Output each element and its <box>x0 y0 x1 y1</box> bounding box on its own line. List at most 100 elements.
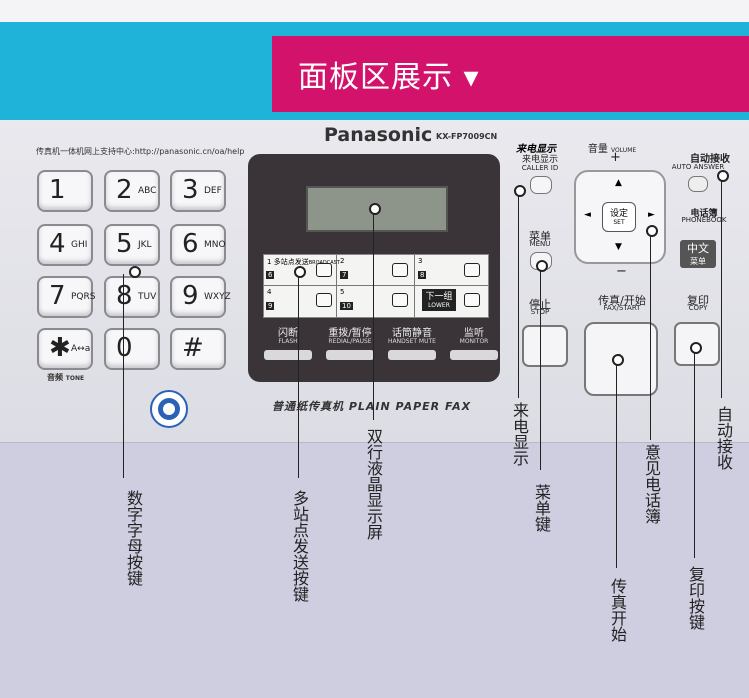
phonebook-sub: PHONEBOOK <box>681 216 727 224</box>
keypad-key[interactable]: # <box>170 328 226 370</box>
callout-dot <box>717 170 729 182</box>
set-button[interactable]: 设定 SET <box>602 202 636 232</box>
callout-leader <box>616 362 617 568</box>
function-button[interactable] <box>388 350 436 360</box>
callout-dot <box>129 266 141 278</box>
slot-7: 7 <box>340 271 349 279</box>
title-banner <box>272 36 749 112</box>
callout-dot <box>612 354 624 366</box>
key-digit: 2 <box>116 175 133 205</box>
callout-dot <box>646 225 658 237</box>
key-digit: 8 <box>116 281 133 311</box>
volume-plus: + <box>610 150 621 165</box>
slot-9: 9 <box>266 302 275 310</box>
keypad-key[interactable]: ✱A↔a <box>37 328 93 370</box>
auto-answer-sub: AUTO ANSWER <box>671 163 725 171</box>
callout-phonebook: 意见电话簿 <box>642 444 661 524</box>
one-touch-card: 1 多站点发送BROADCAST 2 3 6 7 8 4 5 9 10 下一组 … <box>263 254 489 318</box>
key-digit: 4 <box>49 229 66 259</box>
brand-logo: Panasonic <box>324 124 433 146</box>
callout-fax: 传真开始 <box>608 578 627 642</box>
callout-lcd: 双行液晶显示屏 <box>364 428 383 540</box>
key-digit: ✱ <box>49 333 71 363</box>
callout-broadcast: 多站点发送按键 <box>290 490 309 602</box>
callout-dot <box>536 260 548 272</box>
keypad-key[interactable]: 6 MNO <box>170 224 226 266</box>
function-sub: FLASH <box>278 338 298 345</box>
caller-id-button[interactable] <box>530 176 552 194</box>
nav-pad[interactable]: ▲ ▼ ◄ ► 设定 SET <box>574 170 666 264</box>
footer-label: 普通纸传真机 PLAIN PAPER FAX <box>272 400 472 413</box>
copy-button[interactable] <box>674 322 720 366</box>
page-title: 面板区展示 ▾ <box>298 60 480 95</box>
function-label: 监听 <box>464 328 484 339</box>
function-label: 重拨/暂停 <box>328 328 372 339</box>
menu-sub: MENU <box>529 240 551 248</box>
certification-seal-icon <box>150 390 188 428</box>
lower-label: 下一组 LOWER <box>422 289 456 311</box>
keypad-key[interactable]: 4 GHI <box>37 224 93 266</box>
slot-2: 2 <box>340 257 345 265</box>
key-digit: 6 <box>182 229 199 259</box>
callout-leader <box>298 274 299 478</box>
header-top-strip <box>0 0 749 22</box>
callout-leader <box>694 350 695 558</box>
stop-sub: STOP <box>512 308 568 316</box>
callout-menu: 菜单键 <box>532 484 551 532</box>
callout-leader <box>650 233 651 440</box>
callout-leader <box>540 268 541 470</box>
key-digit: 0 <box>116 333 133 363</box>
keypad-key[interactable]: 1 <box>37 170 93 212</box>
auto-answer-label: 自动接收 <box>690 154 730 165</box>
fax-start-label: 传真/开始 <box>598 294 646 307</box>
keypad-key[interactable]: 0 <box>104 328 160 370</box>
one-touch-button-3[interactable] <box>464 263 480 277</box>
slot-6: 6 <box>266 271 275 279</box>
function-button[interactable] <box>450 350 498 360</box>
function-button[interactable] <box>326 350 374 360</box>
volume-minus: − <box>616 264 627 279</box>
auto-answer-button[interactable] <box>688 176 708 192</box>
function-button[interactable] <box>264 350 312 360</box>
menu-label: 菜单 <box>529 230 551 243</box>
keypad-key[interactable]: 8 TUV <box>104 276 160 318</box>
up-arrow-icon[interactable]: ▲ <box>615 178 622 188</box>
key-letters: GHI <box>71 240 88 250</box>
function-sub: HANDSET MUTE <box>388 338 436 345</box>
callout-leader <box>518 193 519 398</box>
callout-leader <box>373 211 374 420</box>
function-sub: MONITOR <box>459 338 489 345</box>
down-arrow-icon[interactable]: ▼ <box>615 242 622 252</box>
key-letters: A↔a <box>71 344 91 354</box>
callout-dot <box>369 203 381 215</box>
lower-button[interactable] <box>464 293 480 307</box>
key-letters: MNO <box>204 240 226 250</box>
slot-10: 10 <box>340 302 353 310</box>
one-touch-button-2[interactable] <box>392 263 408 277</box>
one-touch-button-1[interactable] <box>316 263 332 277</box>
one-touch-button-4[interactable] <box>316 293 332 307</box>
key-letters: ABC <box>138 186 157 196</box>
caller-id-sub: CALLER ID <box>521 164 559 172</box>
copy-label: 复印 <box>687 294 709 307</box>
phonebook-label: 电话簿 <box>690 209 718 219</box>
callout-leader <box>721 178 722 398</box>
caller-id-label: 来电显示 <box>521 155 558 165</box>
left-arrow-icon[interactable]: ◄ <box>584 210 591 220</box>
one-touch-button-5[interactable] <box>392 293 408 307</box>
key-letters: TUV <box>138 292 157 302</box>
slot-5: 5 <box>340 288 345 296</box>
callout-dot <box>690 342 702 354</box>
function-sub: REDIAL/PAUSE <box>328 338 372 345</box>
key-digit: # <box>182 333 204 363</box>
stop-button[interactable] <box>522 325 568 367</box>
right-arrow-icon[interactable]: ► <box>648 210 655 220</box>
key-letters: WXYZ <box>204 292 231 302</box>
keypad-key[interactable]: 2 ABC <box>104 170 160 212</box>
model-number: KX-FP7009CN <box>436 132 498 141</box>
fax-start-sub: FAX/START <box>603 304 641 312</box>
